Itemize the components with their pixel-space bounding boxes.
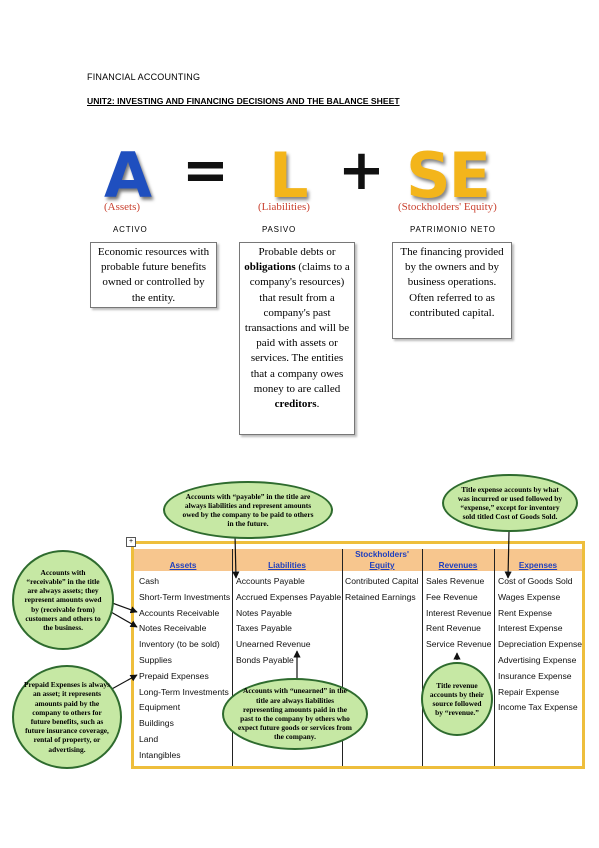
header-liabilities: Liabilities (268, 561, 306, 570)
expense-account: Insurance Expense (498, 670, 572, 681)
equity-definition: The financing provided by the owners and… (392, 242, 512, 339)
liability-account: Taxes Payable (236, 623, 292, 634)
equity-definition-text: The financing provided by the owners and… (400, 246, 504, 319)
expense-account: Wages Expense (498, 591, 561, 602)
asset-account: Inventory (to be sold) (139, 639, 220, 650)
receivable-note: Accounts with “receivable” in the title … (12, 550, 114, 650)
equation-equals-sign: = (182, 138, 229, 203)
expense-account: Cost of Goods Sold (498, 576, 573, 586)
prepaid-note: Prepaid Expenses is always an asset; it … (12, 665, 122, 769)
liability-account: Accrued Expenses Payable (236, 591, 342, 602)
header-revenues: Revenues (438, 561, 478, 570)
header-equity-line1: Stockholders' (355, 550, 409, 559)
asset-account: Buildings (139, 718, 174, 729)
revenue-account: Fee Revenue (426, 591, 478, 602)
header-expenses: Expenses (518, 561, 558, 570)
liabilities-caption: (Liabilities) (258, 201, 310, 213)
liability-account: Accounts Payable (236, 576, 305, 586)
table-header-band (134, 549, 582, 571)
assets-definition: Economic resources with probable future … (90, 242, 217, 308)
liability-account: Unearned Revenue (236, 639, 311, 650)
asset-account: Short-Term Investments (139, 591, 231, 602)
liabilities-def-part2: (claims to a company's resources) that r… (244, 261, 350, 395)
expense-account: Income Tax Expense (498, 702, 578, 713)
move-handle-icon[interactable]: + (126, 537, 136, 547)
liabilities-def-obligations: obligations (244, 261, 296, 274)
column-divider (494, 549, 495, 766)
liability-account: Notes Payable (236, 607, 292, 618)
assets-definition-text: Economic resources with probable future … (97, 246, 210, 304)
expense-account: Advertising Expense (498, 655, 577, 665)
expense-note: Title expense accounts by what was incur… (442, 474, 578, 532)
asset-account: Notes Receivable (139, 623, 207, 634)
liabilities-def-part1: Probable debts or (258, 246, 336, 258)
asset-account: Supplies (139, 655, 172, 665)
revenue-account: Rent Revenue (426, 623, 481, 634)
asset-account: Intangibles (139, 749, 181, 760)
equity-account: Retained Earnings (345, 591, 416, 602)
revenue-account: Sales Revenue (426, 576, 485, 586)
column-divider (422, 549, 423, 766)
payable-arrow (232, 534, 240, 579)
equation-assets-letter: A (104, 139, 152, 212)
column-divider (342, 549, 343, 766)
liabilities-def-creditors: creditors (274, 398, 317, 411)
expense-account: Interest Expense (498, 623, 563, 634)
equity-spanish: PATRIMONIO NETO (410, 225, 496, 234)
expense-account: Repair Expense (498, 686, 560, 697)
revenue-note: Title revenue accounts by their source f… (421, 662, 493, 736)
equation-equity-letters: SE (406, 139, 491, 212)
liabilities-definition: Probable debts or obligations (claims to… (239, 242, 355, 435)
asset-account: Prepaid Expenses (139, 670, 209, 681)
column-divider (232, 549, 233, 766)
assets-spanish: ACTIVO (113, 225, 148, 234)
assets-caption: (Assets) (104, 201, 141, 213)
revenue-account: Interest Revenue (426, 607, 492, 618)
liabilities-def-end: . (316, 398, 320, 411)
asset-account: Cash (139, 576, 160, 586)
payable-note: Accounts with “payable” in the title are… (163, 481, 333, 539)
header-equity-line2: Equity (369, 561, 395, 570)
asset-account: Land (139, 734, 159, 744)
asset-account: Equipment (139, 702, 181, 713)
unearned-note: Accounts with “unearned” in the title ar… (222, 678, 368, 750)
equation-liabilities-letter: L (269, 139, 309, 212)
unit-title: UNIT2: INVESTING AND FINANCING DECISIONS… (87, 96, 400, 106)
prepaid-arrow (109, 674, 138, 691)
equity-account: Contributed Capital (345, 576, 419, 586)
asset-account: Accounts Receivable (139, 607, 220, 618)
expense-account: Depreciation Expense (498, 639, 583, 650)
equation-plus-sign: + (338, 138, 385, 203)
liability-account: Bonds Payable (236, 655, 294, 665)
liabilities-spanish: PASIVO (262, 225, 296, 234)
expense-arrow (504, 531, 512, 579)
header-assets: Assets (169, 561, 197, 570)
equity-caption: (Stockholders' Equity) (398, 201, 497, 213)
asset-account: Long-Term Investments (139, 686, 229, 697)
revenue-account: Service Revenue (426, 639, 492, 650)
course-title: FINANCIAL ACCOUNTING (87, 72, 201, 82)
expense-account: Rent Expense (498, 607, 552, 618)
